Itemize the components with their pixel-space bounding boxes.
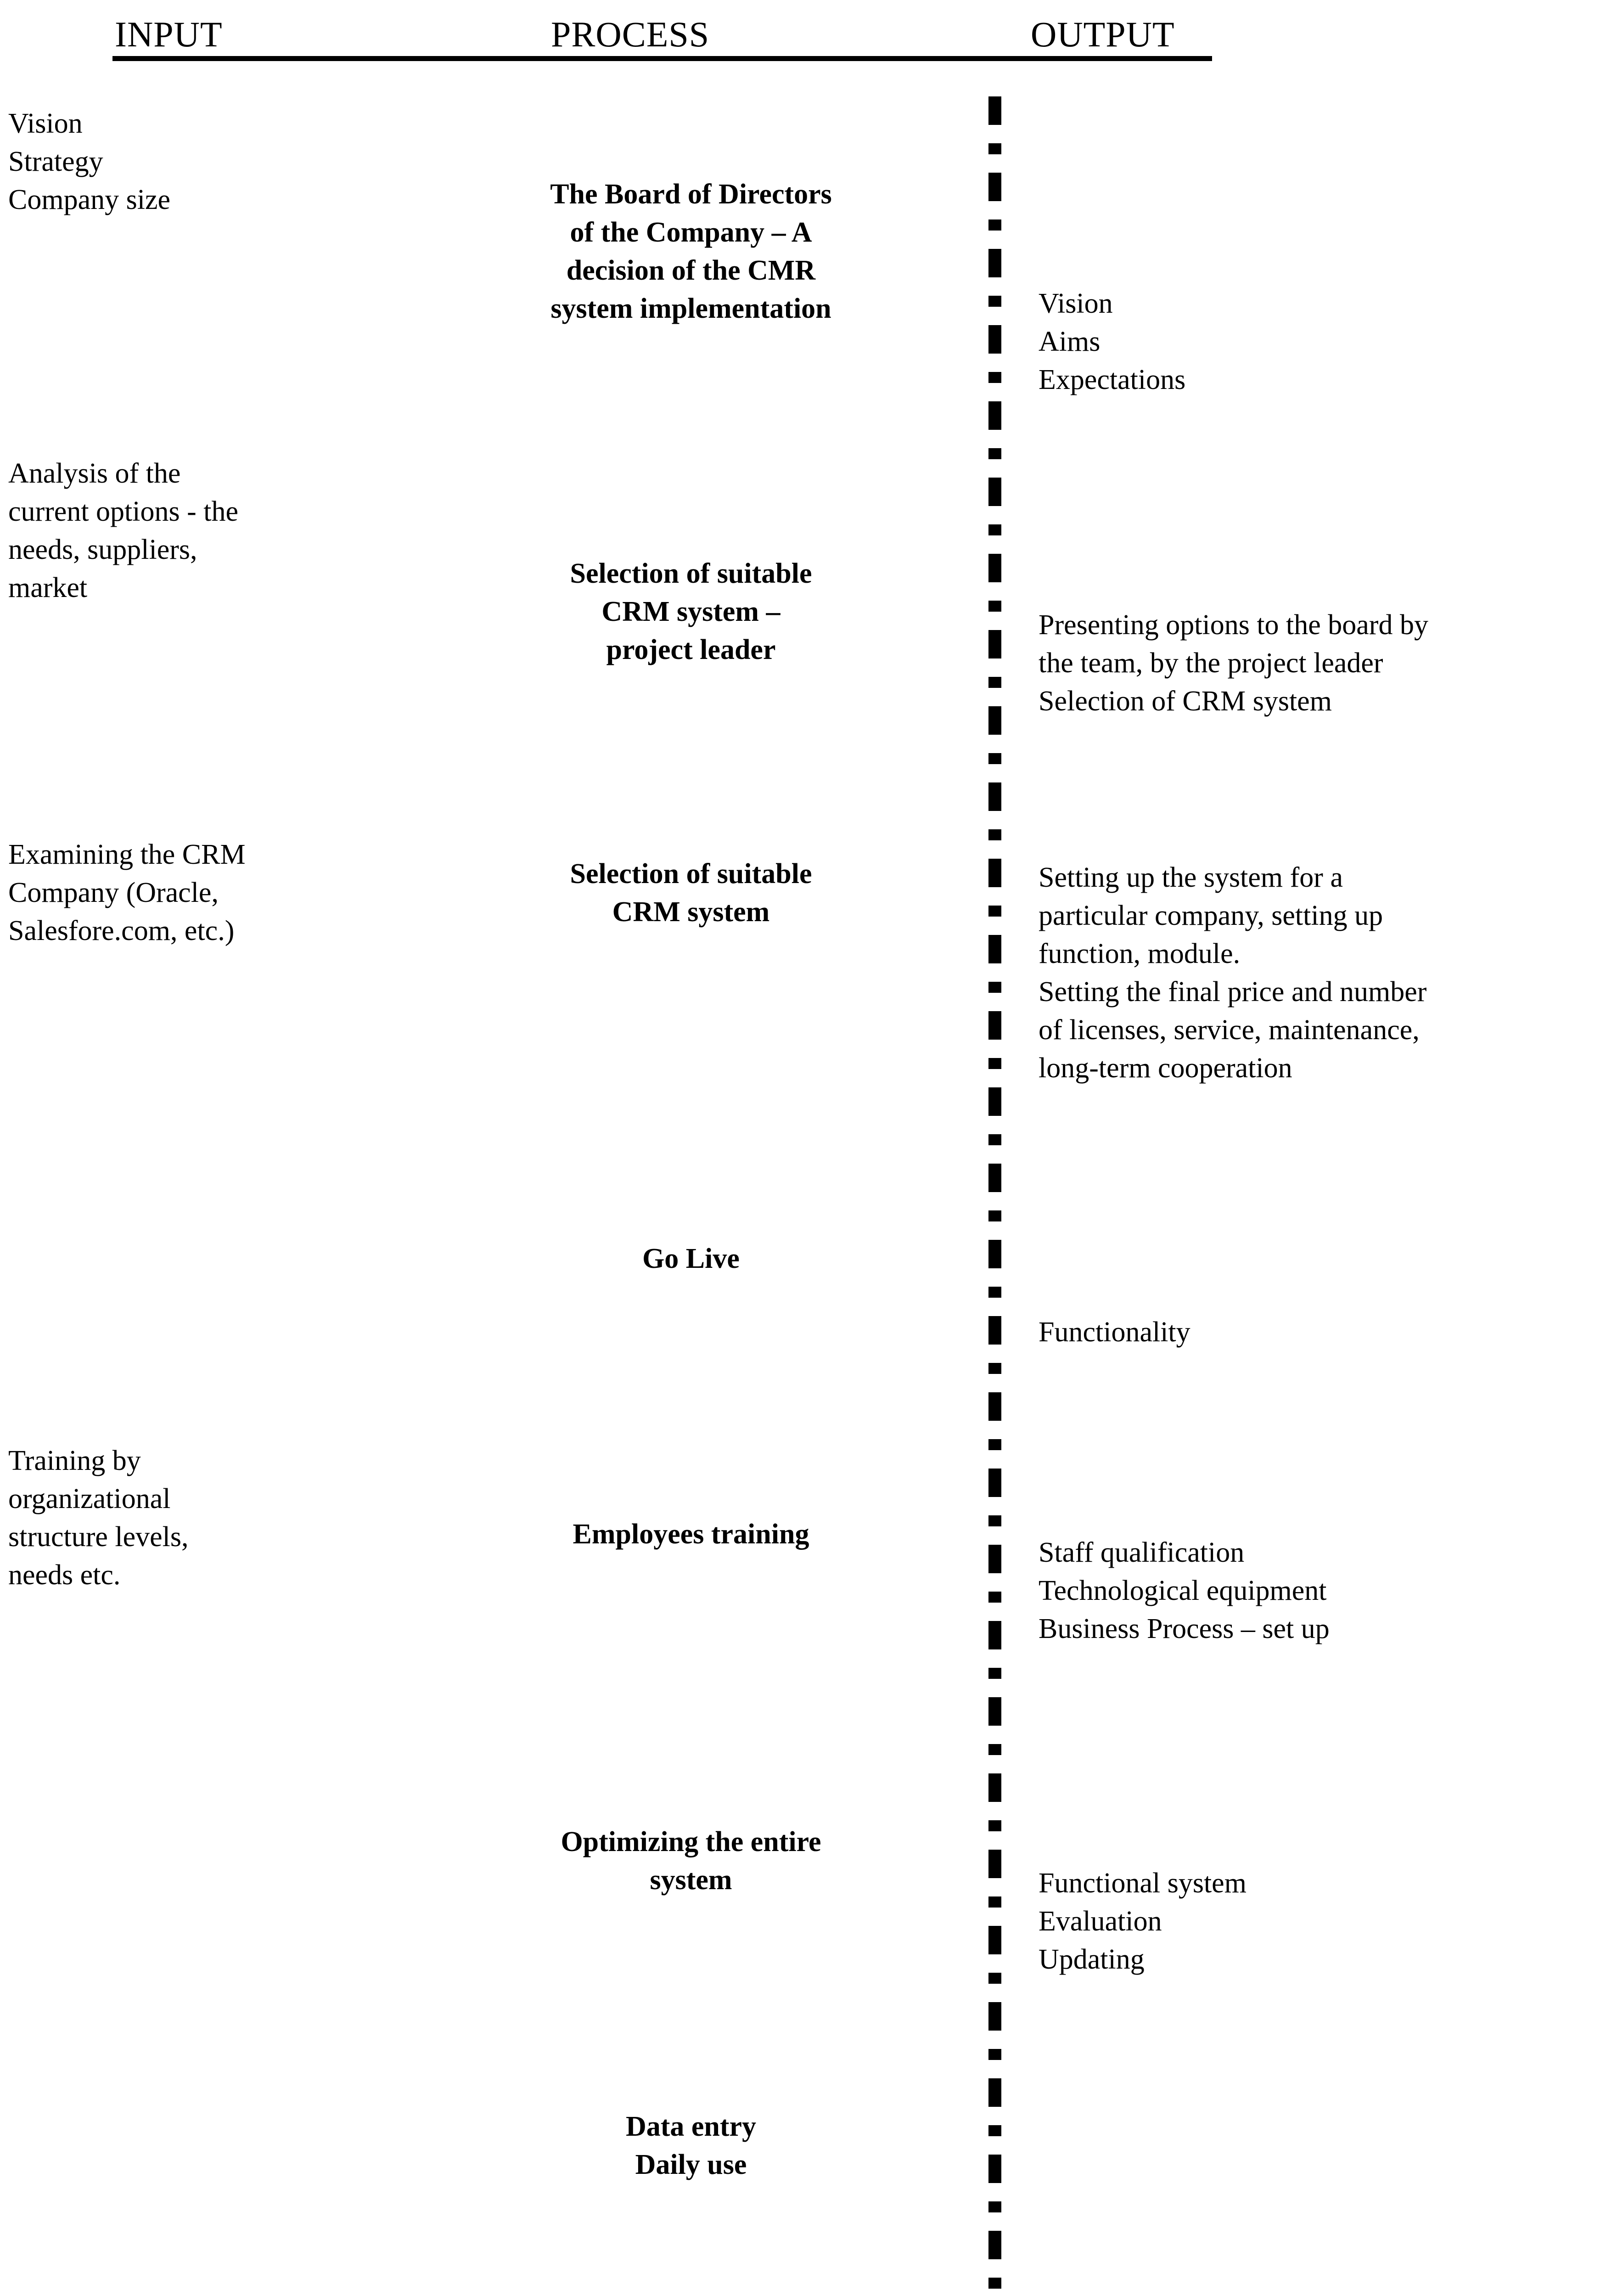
column-header-input: INPUT [115, 14, 223, 54]
flow-arrow-dash [988, 554, 1001, 582]
flow-arrow-dot [988, 1058, 1001, 1069]
flow-arrow-dot [988, 296, 1001, 307]
flow-arrow-dash [988, 249, 1001, 277]
flow-arrow-dash [988, 2155, 1001, 2183]
flow-arrow-dot [988, 1896, 1001, 1908]
process-step: Data entry Daily use [625, 2111, 757, 2181]
flow-arrow-dot [988, 1744, 1001, 1755]
flow-arrow-dash [988, 859, 1001, 887]
input-item: Vision Strategy Company size [8, 108, 170, 216]
flow-arrow-dot [988, 2278, 1001, 2289]
flow-arrow-dash [988, 173, 1001, 201]
flow-arrow-dot [988, 601, 1001, 612]
flow-arrow-dot [988, 1668, 1001, 1679]
output-item: Functionality [1039, 1317, 1190, 1348]
flow-arrow-dot [988, 1134, 1001, 1145]
flow-arrow-dot [988, 753, 1001, 764]
flow-arrow-dot [988, 1210, 1001, 1221]
flow-arrow-dash [988, 325, 1001, 354]
process-step: The Board of Directors of the Company – … [550, 179, 832, 325]
flow-arrow-dash [988, 782, 1001, 811]
flow-arrow-dot [988, 2125, 1001, 2136]
flow-arrow-dot [988, 1439, 1001, 1450]
header-divider-rule [112, 56, 1212, 61]
flow-arrow-dot [988, 2049, 1001, 2060]
flow-arrow-dash [988, 1926, 1001, 1954]
flow-arrow-dot [988, 1592, 1001, 1603]
flow-arrow-dash [988, 1850, 1001, 1878]
flow-arrow-dash [988, 1773, 1001, 1802]
flow-arrow-dash [988, 2002, 1001, 2031]
process-step: Go Live [642, 1243, 740, 1274]
flow-arrow-dash [988, 1316, 1001, 1345]
flow-arrow-dot [988, 2201, 1001, 2212]
flow-arrow-dot [988, 1973, 1001, 1984]
output-item: Setting up the system for a particular c… [1039, 862, 1427, 1084]
process-step: Selection of suitable CRM system [570, 858, 812, 928]
flow-arrow-dot [988, 906, 1001, 917]
flow-arrow-dot [988, 982, 1001, 993]
flow-arrow-dash [988, 1545, 1001, 1573]
column-header-process: PROCESS [551, 14, 710, 54]
process-step: Employees training [573, 1519, 809, 1550]
output-item: Presenting options to the board by the t… [1039, 609, 1428, 717]
output-item: Staff qualification Technological equipm… [1039, 1537, 1330, 1645]
flow-arrow-dash [988, 96, 1001, 125]
output-item: Functional system Evaluation Updating [1039, 1868, 1246, 1975]
flow-arrow-dot [988, 1820, 1001, 1831]
flow-arrow-dash [988, 706, 1001, 735]
flow-arrow-dot [988, 1515, 1001, 1526]
flow-arrow-dash [988, 1240, 1001, 1268]
flow-arrow-dot [988, 829, 1001, 840]
input-item: Examining the CRM Company (Oracle, Sales… [8, 839, 246, 947]
input-item: Training by organizational structure lev… [8, 1445, 189, 1591]
flow-arrow-dot [988, 219, 1001, 231]
process-step: Optimizing the entire system [561, 1826, 821, 1896]
output-item: Vision Aims Expectations [1039, 288, 1186, 396]
flow-arrow-dot [988, 143, 1001, 154]
process-step: Selection of suitable CRM system – proje… [570, 558, 812, 666]
flow-arrow-dash [988, 630, 1001, 658]
flow-arrow-dash [988, 1087, 1001, 1116]
flow-arrow-dash [988, 401, 1001, 430]
flow-arrow-dash [988, 1164, 1001, 1192]
flow-arrow-dot [988, 448, 1001, 459]
column-header-output: OUTPUT [1031, 14, 1175, 54]
flow-arrow-dash [988, 1392, 1001, 1421]
flow-arrow-line [988, 96, 1001, 2296]
flow-arrow-dot [988, 677, 1001, 688]
flow-arrow-dot [988, 1363, 1001, 1374]
flow-arrow-dash [988, 1011, 1001, 1040]
flow-arrow-dash [988, 1469, 1001, 1497]
flow-arrow-dash [988, 1621, 1001, 1649]
flow-arrow-dash [988, 2231, 1001, 2259]
flow-arrow-dot [988, 372, 1001, 383]
flow-arrow-dot [988, 1287, 1001, 1298]
flow-arrow-dash [988, 1697, 1001, 1726]
flow-arrow-dash [988, 478, 1001, 506]
flow-arrow-dash [988, 2078, 1001, 2107]
input-item: Analysis of the current options - the ne… [8, 458, 239, 604]
flow-arrow-dot [988, 524, 1001, 535]
flow-arrow-dash [988, 935, 1001, 963]
